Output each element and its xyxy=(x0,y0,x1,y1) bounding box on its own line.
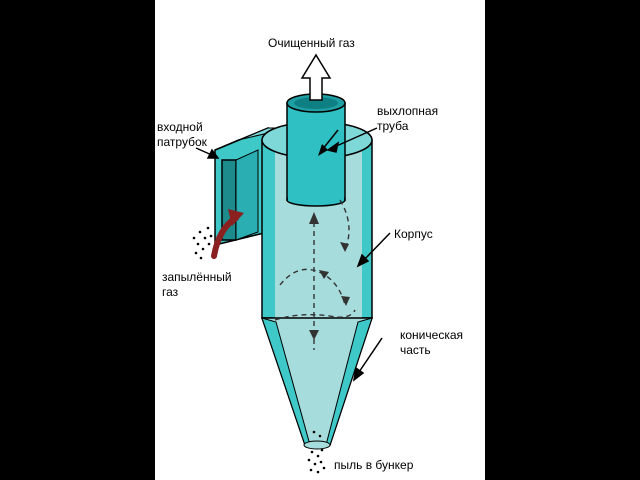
exhaust-pipe xyxy=(286,93,346,207)
body-label: Корпус xyxy=(394,227,433,241)
exhaust-pipe-label-line2: труба xyxy=(377,119,409,133)
dust-bunker-label: пыль в бункер xyxy=(334,458,414,472)
inlet-label-line1: входной xyxy=(157,120,203,134)
clean-gas-label: Очищенный газ xyxy=(268,36,355,50)
inlet-arrow xyxy=(211,209,244,259)
clean-gas-arrow xyxy=(300,53,332,101)
conical-part-label-line2: часть xyxy=(400,343,431,357)
pipe-flow-arrow xyxy=(318,129,339,156)
conical-part xyxy=(260,317,374,450)
inlet-label-line2: патрубок xyxy=(157,135,207,149)
conical-part-label: коническая часть xyxy=(400,328,463,358)
exhaust-pipe-label: выхлопная труба xyxy=(377,104,438,134)
exhaust-pipe-label-line1: выхлопная xyxy=(377,104,439,118)
dusty-gas-label-line2: газ xyxy=(162,285,179,299)
inlet-dust-particles xyxy=(192,226,213,260)
inlet-label: входной патрубок xyxy=(157,120,207,150)
dusty-gas-label: запылённый газ xyxy=(162,270,232,300)
flow-arrowheads xyxy=(309,212,350,340)
leader-lines xyxy=(195,127,391,382)
conical-part-label-line1: коническая xyxy=(400,328,463,342)
dusty-gas-label-line1: запылённый xyxy=(162,270,232,284)
outlet-dust-particles xyxy=(307,430,326,474)
